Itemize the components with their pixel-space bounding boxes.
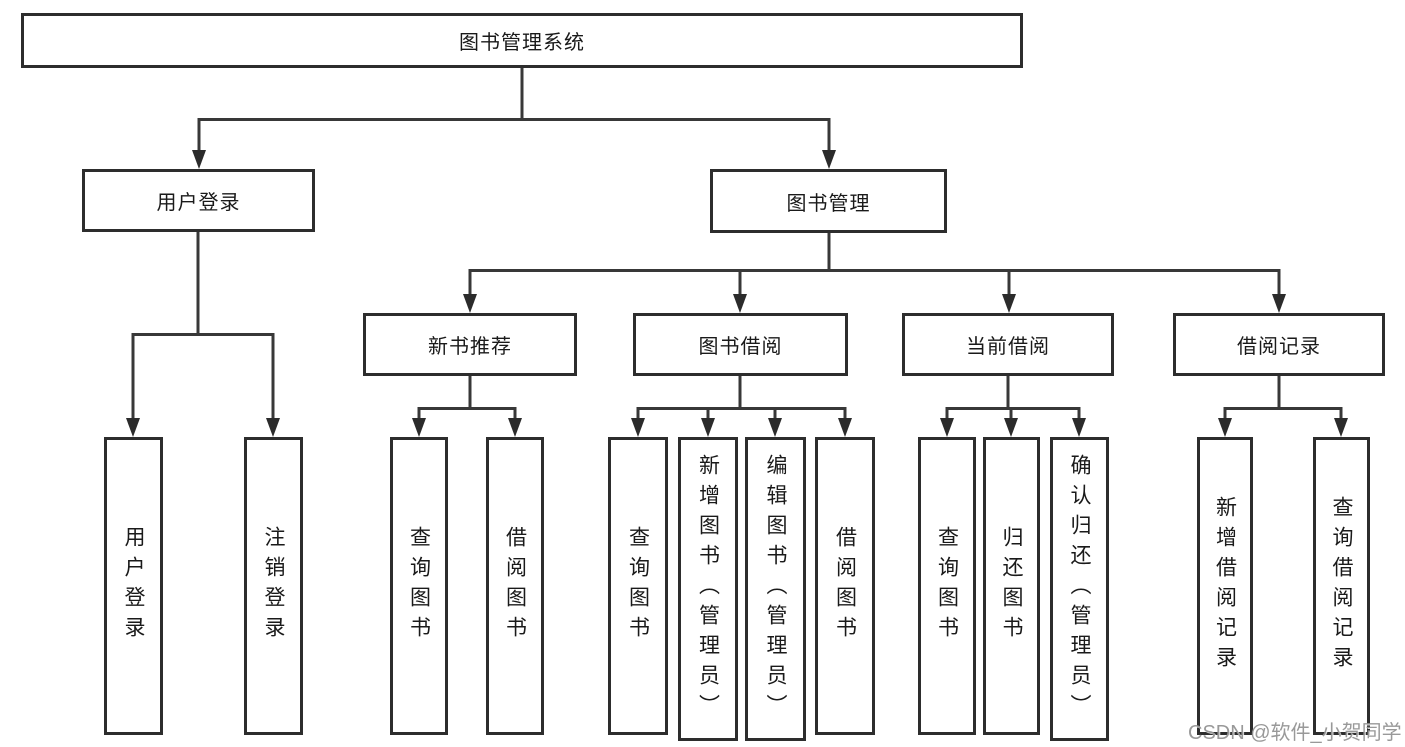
leaf-query-books-current: 查询图书 [918,437,976,735]
leaf-logout: 注销登录 [244,437,303,735]
node-label: 借阅记录 [1237,336,1321,358]
node-user-login: 用户登录 [82,169,315,232]
leaf-label: 新增借阅记录 [1213,496,1237,676]
leaf-label: 查询图书 [626,526,650,646]
leaf-label: 确认归还（管理员） [1068,454,1091,724]
leaf-label: 新增图书（管理员） [696,454,720,724]
node-new-book-recommendation: 新书推荐 [363,313,577,376]
leaf-edit-book-admin: 编辑图书（管理员） [745,437,806,741]
leaf-user-login: 用户登录 [104,437,163,735]
node-label: 图书管理 [786,192,871,215]
leaf-label: 查询借阅记录 [1330,496,1353,676]
node-book-management: 图书管理 [710,169,947,233]
leaf-label: 归还图书 [1000,526,1023,646]
leaf-label: 借阅图书 [833,526,857,646]
leaf-add-borrow-record: 新增借阅记录 [1197,437,1253,735]
leaf-query-borrow-record: 查询借阅记录 [1313,437,1370,735]
leaf-add-book-admin: 新增图书（管理员） [678,437,738,741]
node-borrowing-records: 借阅记录 [1173,313,1385,376]
leaf-borrow-books-borrowing: 借阅图书 [815,437,875,735]
leaf-label: 用户登录 [122,526,145,646]
node-label: 图书借阅 [698,336,783,358]
node-label: 新书推荐 [428,336,512,358]
leaf-label: 查询图书 [935,526,959,646]
leaf-label: 借阅图书 [503,526,527,646]
leaf-return-book: 归还图书 [983,437,1040,735]
node-label: 图书管理系统 [459,32,585,54]
leaf-label: 注销登录 [262,526,285,646]
node-current-borrowing: 当前借阅 [902,313,1114,376]
leaf-label: 查询图书 [407,526,431,646]
node-label: 用户登录 [156,192,241,214]
leaf-label: 编辑图书（管理员） [764,454,787,724]
node-library-management-system: 图书管理系统 [21,13,1023,68]
node-label: 当前借阅 [966,336,1050,358]
leaf-query-books-recommendation: 查询图书 [390,437,448,735]
leaf-confirm-return-admin: 确认归还（管理员） [1050,437,1109,741]
csdn-watermark: CSDN @软件_小贺同学 [1188,722,1402,744]
leaf-query-books-borrowing: 查询图书 [608,437,668,735]
node-book-borrowing: 图书借阅 [633,313,848,376]
leaf-borrow-books-recommendation: 借阅图书 [486,437,544,735]
